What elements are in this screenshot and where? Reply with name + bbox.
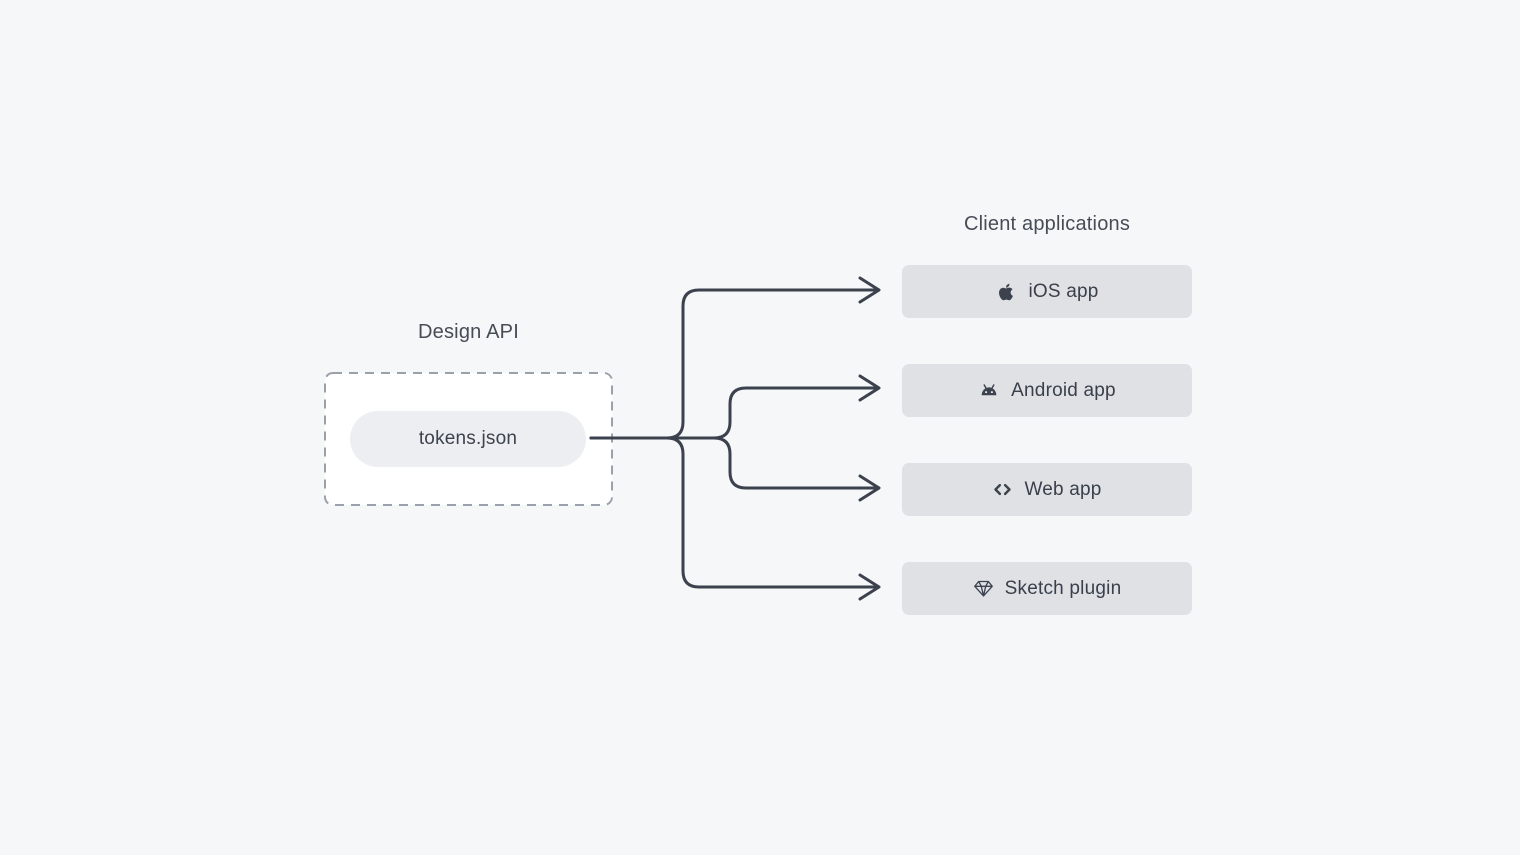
arrowhead-android <box>858 374 881 402</box>
client-box-label: iOS app <box>1028 280 1099 302</box>
arrow-to-web <box>589 436 878 490</box>
design-api-group: tokens.json <box>324 372 613 506</box>
arrow-to-android <box>589 386 878 440</box>
client-box-sketch-plugin: Sketch plugin <box>902 562 1192 615</box>
client-box-android-app: Android app <box>902 364 1192 417</box>
client-box-label: Sketch plugin <box>1004 577 1122 599</box>
arrowhead-sketch <box>858 573 881 601</box>
design-api-title: Design API <box>418 321 519 343</box>
arrowhead-ios <box>858 276 881 304</box>
client-box-label: Web app <box>1024 478 1102 500</box>
arrow-to-ios <box>589 288 878 440</box>
client-applications-title: Client applications <box>963 213 1131 235</box>
diamond-icon <box>973 578 994 599</box>
client-box-label: Android app <box>1011 379 1116 401</box>
apple-icon <box>995 281 1017 303</box>
client-box-ios-app: iOS app <box>902 265 1192 318</box>
arrowhead-web <box>858 474 881 502</box>
arrow-to-sketch <box>589 436 878 589</box>
client-box-web-app: Web app <box>902 463 1192 516</box>
android-icon <box>978 380 1000 402</box>
code-brackets-icon <box>992 479 1013 500</box>
tokens-json-node: tokens.json <box>350 411 586 467</box>
